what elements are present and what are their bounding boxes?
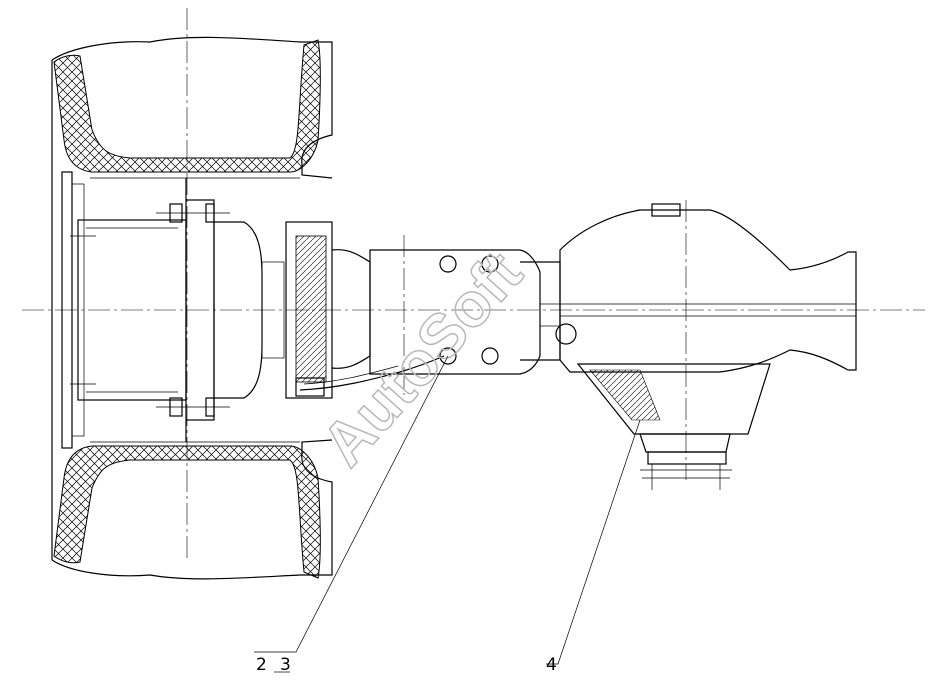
leader-lines	[254, 355, 641, 673]
watermark-text: AutoSoft	[309, 239, 535, 480]
differential-housing	[539, 203, 857, 490]
tire	[51, 36, 333, 580]
center-lines	[22, 8, 925, 560]
axle-housing	[299, 249, 561, 391]
callout-label-3: 3	[280, 655, 291, 675]
axle-flange	[285, 221, 371, 399]
wheel-bolts	[156, 203, 230, 417]
callout-label-2: 2	[256, 655, 267, 675]
callout-label-4: 4	[546, 655, 557, 675]
wheel-rim	[61, 171, 300, 449]
